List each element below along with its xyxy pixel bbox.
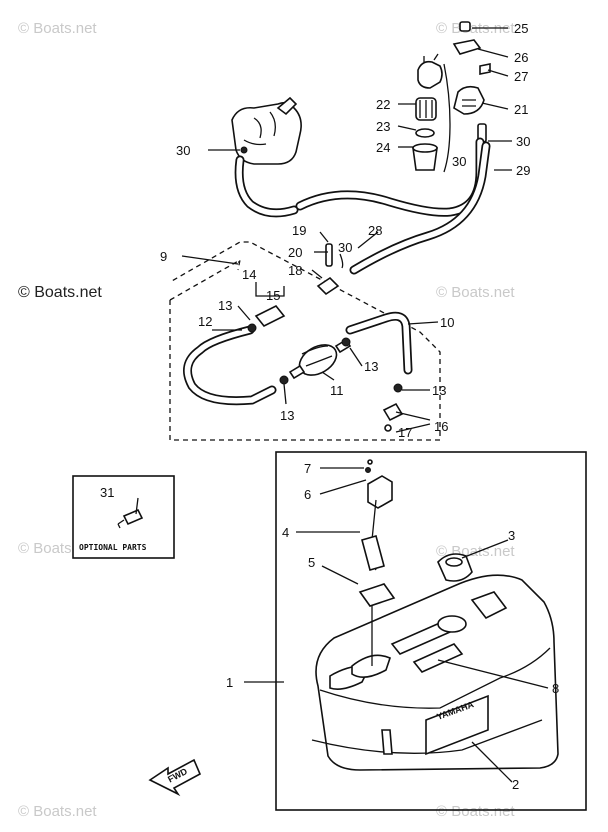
fuel-joint-assembly: [358, 459, 473, 607]
callout-31: 31: [100, 485, 114, 500]
callout-5: 5: [308, 555, 315, 570]
callout-30: 30: [176, 143, 190, 158]
callout-9: 9: [160, 249, 167, 264]
watermark: © Boats.net: [436, 803, 515, 820]
watermark: © Boats.net: [436, 284, 515, 301]
callout-30: 30: [338, 240, 352, 255]
callout-21: 21: [514, 102, 528, 117]
callout-30: 30: [452, 154, 466, 169]
callout-28: 28: [368, 223, 382, 238]
callout-30: 30: [516, 134, 530, 149]
fuel-filter-assembly: [412, 21, 491, 173]
callout-29: 29: [516, 163, 530, 178]
optional-parts-label: OPTIONAL PARTS: [79, 543, 147, 552]
watermark: © Boats.net: [18, 284, 102, 301]
callout-17: 17: [398, 425, 412, 440]
callout-7: 7: [304, 461, 311, 476]
callout-13: 13: [364, 359, 378, 374]
callout-13: 13: [432, 383, 446, 398]
fuel-tank-frame: [275, 451, 587, 811]
callout-13: 13: [218, 298, 232, 313]
callout-14: 14: [242, 267, 256, 282]
callout-2: 2: [512, 777, 519, 792]
callout-8: 8: [552, 681, 559, 696]
callout-23: 23: [376, 119, 390, 134]
callout-25: 25: [514, 21, 528, 36]
watermark: © Boats.net: [18, 20, 97, 37]
callout-18: 18: [288, 263, 302, 278]
callout-19: 19: [292, 223, 306, 238]
engine-fuel-joint: [231, 96, 302, 165]
callout-15: 15: [266, 288, 280, 303]
primer-bulb-group: [169, 241, 441, 441]
callout-6: 6: [304, 487, 311, 502]
optional-parts-box: OPTIONAL PARTS: [72, 475, 175, 559]
fuel-hoses: [234, 137, 491, 275]
callout-24: 24: [376, 140, 390, 155]
callout-13: 13: [280, 408, 294, 423]
forward-arrow: FWD: [148, 758, 202, 797]
callout-10: 10: [440, 315, 454, 330]
fuel-tank: YAMAHA: [311, 574, 559, 771]
leader-lines: [135, 27, 549, 783]
callout-labels: 25 26 27 21 30 29 22 23 24 30 30 28 30 1…: [100, 21, 559, 792]
callout-11: 11: [330, 383, 344, 398]
callout-16: 16: [434, 419, 448, 434]
watermark: © Boats.net: [18, 803, 97, 820]
callout-27: 27: [514, 69, 528, 84]
callout-20: 20: [288, 245, 302, 260]
callout-4: 4: [282, 525, 289, 540]
callout-1: 1: [226, 675, 233, 690]
callout-12: 12: [198, 314, 212, 329]
callout-3: 3: [508, 528, 515, 543]
callout-26: 26: [514, 50, 528, 65]
callout-22: 22: [376, 97, 390, 112]
